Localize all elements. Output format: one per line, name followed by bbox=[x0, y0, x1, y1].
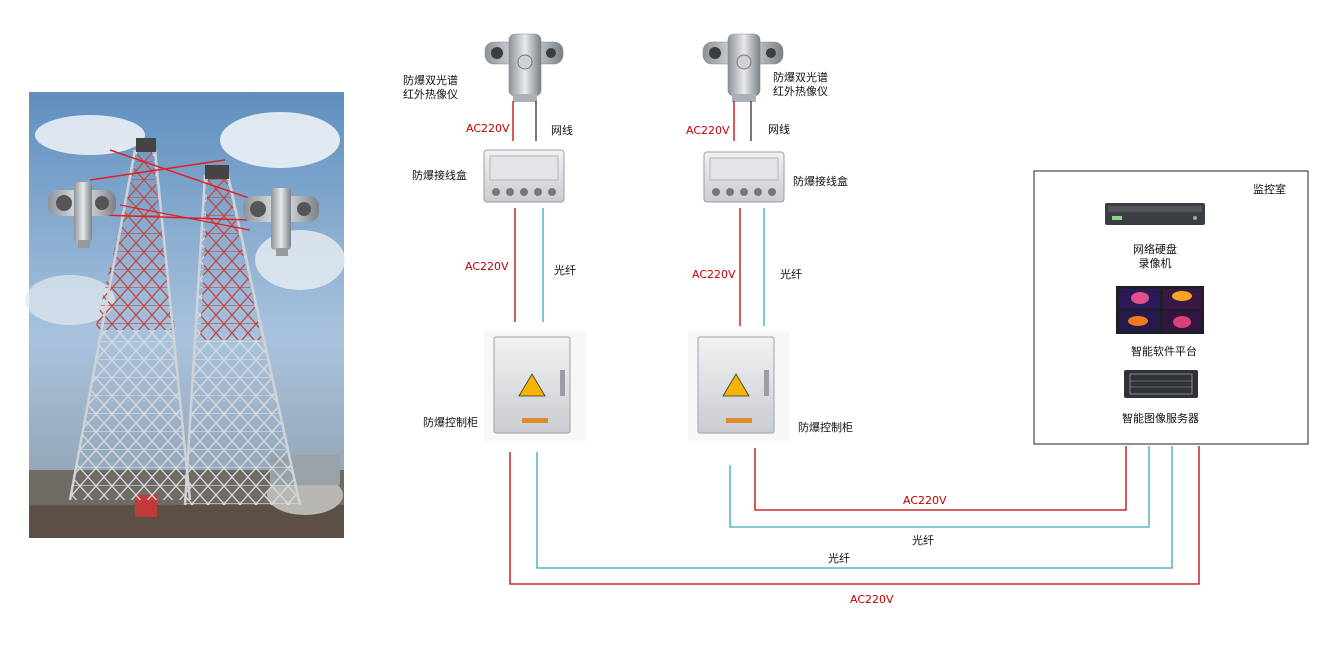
control-cabinet-1-label: 防爆控制柜 bbox=[423, 416, 478, 429]
warning-triangle-icon bbox=[518, 373, 546, 397]
rack-server-icon bbox=[1124, 370, 1198, 398]
fiber-line bbox=[729, 446, 1150, 528]
power-label: AC220V bbox=[465, 260, 509, 273]
camera-1-icon bbox=[484, 33, 564, 102]
nvr-label: 网络硬盘录像机 bbox=[1133, 243, 1177, 270]
server-label: 智能图像服务器 bbox=[1122, 412, 1199, 425]
thermal-monitor-icon bbox=[1116, 286, 1204, 334]
power-label: AC220V bbox=[686, 124, 730, 137]
camera-1-label: 防爆双光谱红外热像仪 bbox=[403, 74, 458, 101]
fiber-line bbox=[536, 446, 1173, 569]
fiber-label: 光纤 bbox=[828, 552, 850, 565]
power-label: AC220V bbox=[466, 122, 510, 135]
platform-label: 智能软件平台 bbox=[1131, 345, 1197, 358]
junction-box-1-icon bbox=[483, 149, 565, 203]
control-cabinet-2-label: 防爆控制柜 bbox=[798, 421, 853, 434]
power-label: AC220V bbox=[692, 268, 736, 281]
power-label: AC220V bbox=[850, 593, 894, 606]
junction-box-2-label: 防爆接线盒 bbox=[793, 175, 848, 188]
photo-camera-left-icon bbox=[48, 182, 116, 248]
warning-triangle-icon bbox=[722, 373, 750, 397]
fiber-label: 光纤 bbox=[912, 534, 934, 547]
monitoring-room-title: 监控室 bbox=[1253, 183, 1286, 196]
power-label: AC220V bbox=[903, 494, 947, 507]
monitoring-room-frame bbox=[1033, 170, 1309, 445]
photo-camera-right-icon bbox=[243, 188, 319, 256]
fiber-label: 光纤 bbox=[780, 268, 802, 281]
nvr-icon bbox=[1105, 203, 1205, 225]
network-label: 网线 bbox=[768, 123, 790, 136]
camera-2-label: 防爆双光谱红外热像仪 bbox=[773, 71, 828, 98]
power-line bbox=[754, 446, 1127, 511]
fiber-label: 光纤 bbox=[554, 264, 576, 277]
tower-photo bbox=[25, 92, 345, 538]
control-cabinet-1-icon bbox=[484, 331, 586, 441]
junction-box-1-label: 防爆接线盒 bbox=[412, 169, 467, 182]
control-cabinet-2-icon bbox=[688, 331, 790, 441]
junction-box-2-icon bbox=[703, 151, 785, 203]
camera-2-icon bbox=[702, 33, 784, 102]
power-line bbox=[509, 446, 1200, 585]
network-label: 网线 bbox=[551, 124, 573, 137]
